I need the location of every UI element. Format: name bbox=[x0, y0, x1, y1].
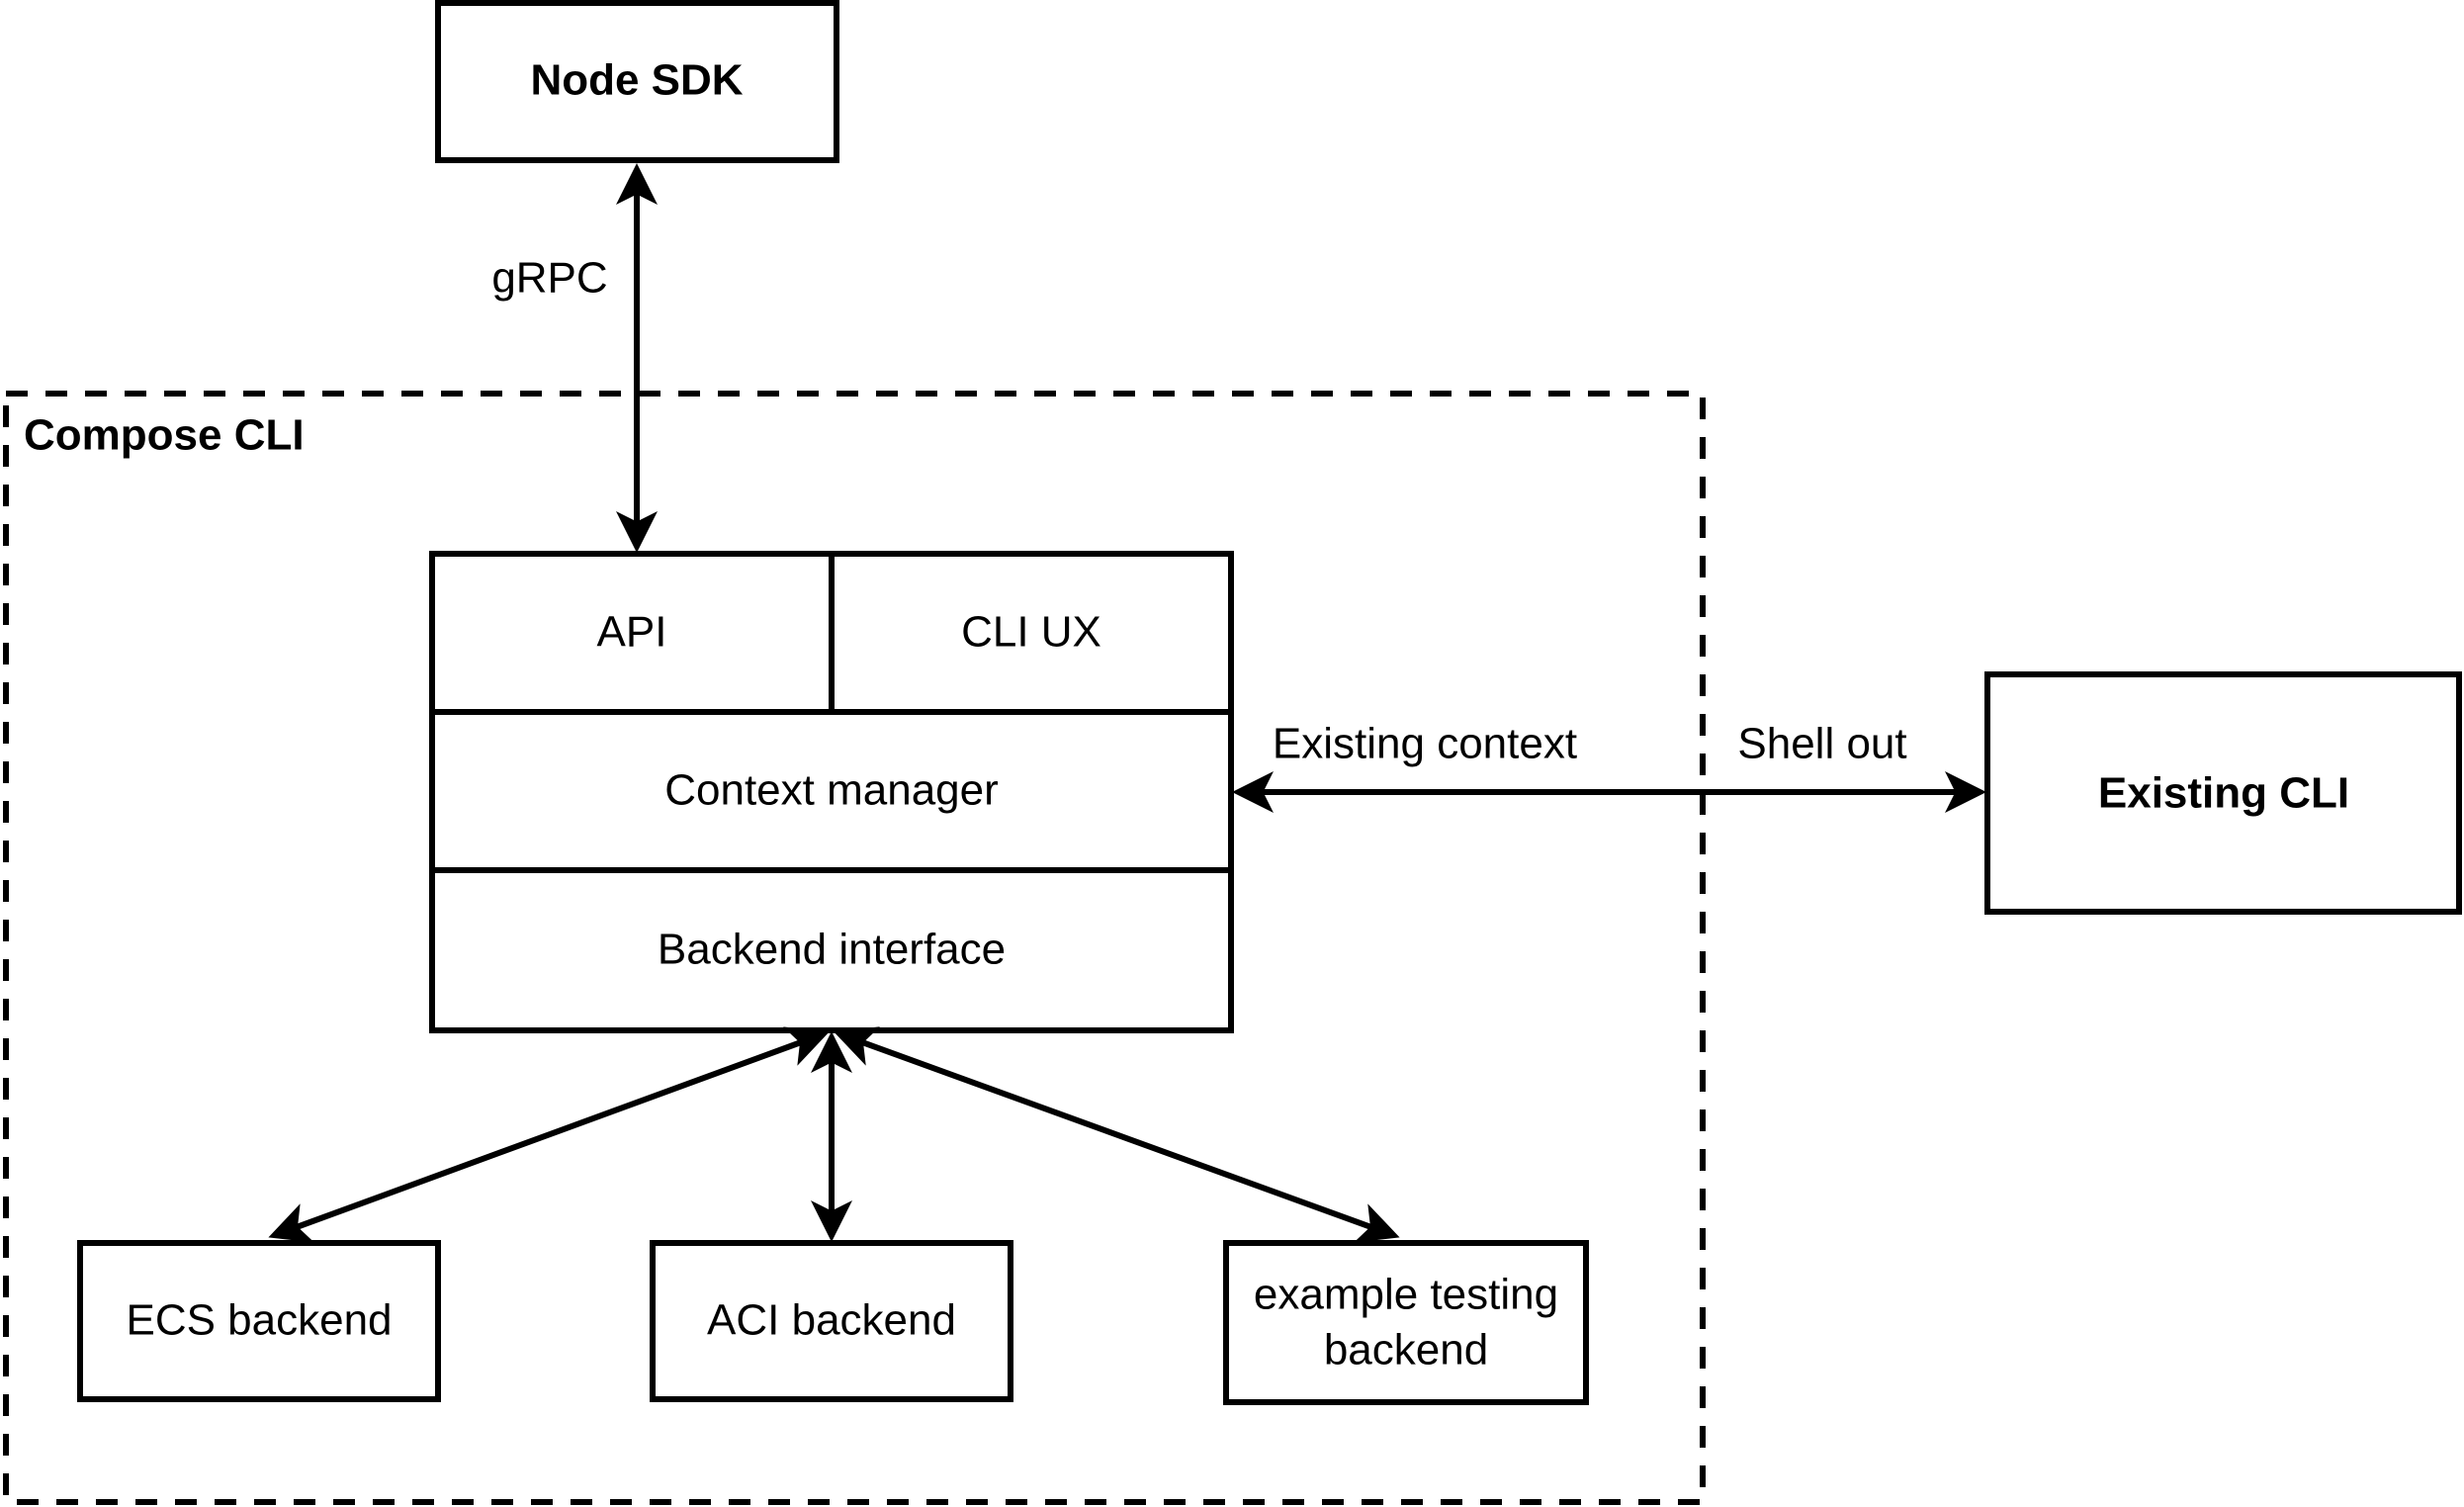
compose-cli-group-label: Compose CLI bbox=[24, 411, 305, 460]
example-testing-backend-label-line2: backend bbox=[1324, 1326, 1488, 1374]
context-manager-box[interactable] bbox=[429, 709, 1234, 873]
example-testing-backend-edge bbox=[834, 1026, 1400, 1243]
shell-out-edge-label: Shell out bbox=[1737, 720, 1906, 768]
api-label: API bbox=[597, 608, 667, 657]
context-manager-label: Context manager bbox=[664, 766, 999, 815]
node-sdk-box[interactable] bbox=[435, 0, 839, 163]
aci-backend-box[interactable] bbox=[650, 1240, 1013, 1402]
backend-interface-box[interactable] bbox=[429, 867, 1234, 1033]
existing-context-edge-label: Existing context bbox=[1273, 720, 1577, 768]
grpc-edge-label: gRPC bbox=[491, 254, 607, 303]
existing-cli-label: Existing CLI bbox=[2098, 769, 2349, 818]
node-sdk-label: Node SDK bbox=[530, 56, 743, 105]
ecs-backend-edge bbox=[268, 1026, 830, 1243]
example-testing-backend-box[interactable] bbox=[1223, 1240, 1589, 1405]
ecs-backend-box[interactable] bbox=[77, 1240, 441, 1402]
ecs-backend-label: ECS backend bbox=[126, 1296, 392, 1345]
example-testing-backend-label-line1: example testing bbox=[1254, 1271, 1558, 1319]
compose-cli-group bbox=[3, 391, 1706, 1505]
backend-interface-label: Backend interface bbox=[658, 926, 1006, 974]
cli-ux-label: CLI UX bbox=[961, 608, 1101, 657]
existing-cli-box[interactable] bbox=[1984, 671, 2462, 915]
aci-backend-label: ACI backend bbox=[707, 1296, 956, 1345]
